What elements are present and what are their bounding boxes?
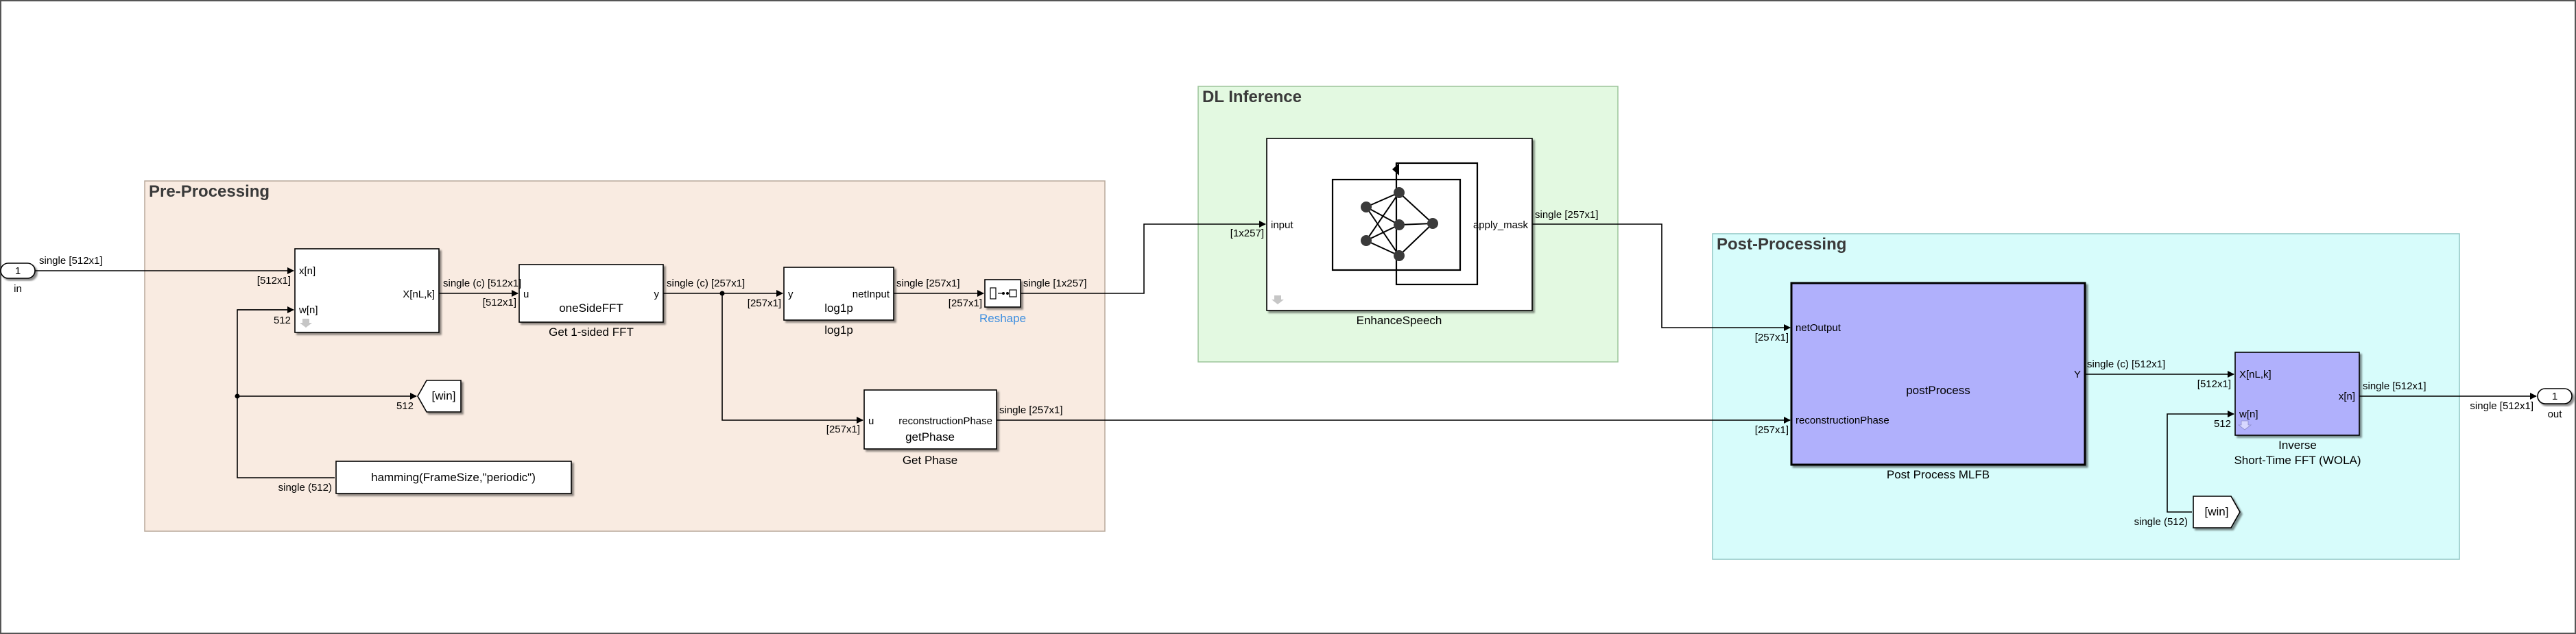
log1p-port-y: y (788, 289, 794, 300)
outport-label: out (2548, 409, 2563, 420)
getphase-block[interactable]: u reconstructionPhase getPhase Get Phase (863, 389, 997, 467)
post-port-y: Y (2074, 369, 2081, 380)
fft-caption: Get 1-sided FFT (549, 326, 634, 339)
stft-block[interactable]: x[n] w[n] X[nL,k] (294, 248, 440, 333)
post-caption: Post Process MLFB (1887, 468, 1990, 481)
phase-port-u: u (868, 415, 874, 427)
hamming-text: hamming(FrameSize,"periodic") (371, 471, 536, 484)
enhance-caption: EnhanceSpeech (1357, 314, 1442, 327)
down-arrow-icon (300, 319, 312, 328)
label-stft-sig: single (c) [512x1] (443, 278, 521, 289)
label-fft-sig: single (c) [257x1] (667, 278, 745, 289)
istft-block[interactable]: X[nL,k] w[n] x[n] Inverse Short-Time FFT… (2234, 352, 2361, 467)
wire-reshape-dl[interactable] (1021, 221, 1266, 294)
label-istft-win-dim: 512 (2214, 418, 2231, 430)
fft-port-y: y (654, 289, 660, 300)
label-istft-out-sig: single [512x1] (2363, 380, 2426, 392)
pre-processing-title: Pre-Processing (149, 182, 270, 201)
wire-winfrom-istft[interactable] (2167, 411, 2234, 513)
istft-caption-2: Short-Time FFT (WOLA) (2234, 454, 2361, 467)
post-port-netoutput: netOutput (1796, 322, 1841, 334)
istft-port-xnlk: X[nL,k] (2239, 369, 2271, 380)
onesidefft-block[interactable]: u y oneSideFFT Get 1-sided FFT (518, 264, 664, 339)
fft-name: oneSideFFT (559, 302, 623, 315)
istft-port-wn: w[n] (2239, 409, 2258, 420)
log1p-block[interactable]: y netInput log1p log1p (783, 267, 894, 337)
hamming-constant-block[interactable]: hamming(FrameSize,"periodic") (335, 461, 572, 494)
label-log-sig: single [257x1] (896, 278, 960, 289)
post-port-reconstructionphase: reconstructionPhase (1796, 415, 1889, 426)
label-win-dim: 512 (274, 315, 291, 326)
stft-port-wn: w[n] (298, 304, 318, 316)
down-arrow-icon (2237, 420, 2252, 430)
phase-name: getPhase (905, 430, 955, 443)
outport-number: 1 (2552, 391, 2557, 402)
branch-point-win (235, 393, 240, 399)
label-istft-in-dim: [512x1] (2197, 378, 2231, 390)
inport-number: 1 (15, 265, 21, 277)
reshape-caption[interactable]: Reshape (979, 312, 1026, 325)
enhance-port-input: input (1271, 219, 1293, 231)
label-phase-sig: single [257x1] (999, 404, 1063, 416)
dl-inference-title: DL Inference (1202, 88, 1302, 106)
phase-caption: Get Phase (903, 454, 957, 467)
win-from-block[interactable]: [win] (2193, 496, 2241, 528)
label-in-sig: single [512x1] (39, 255, 103, 267)
label-post-in1-dim: [257x1] (1755, 332, 1789, 343)
label-post-out-sig: single (c) [512x1] (2087, 358, 2165, 370)
label-goto-dim: 512 (396, 400, 414, 412)
wire-fft-phase[interactable] (721, 293, 863, 424)
enhance-port-apply-mask: apply_mask (1473, 219, 1529, 231)
win-goto-block[interactable]: [win] (417, 380, 462, 413)
log1p-port-netinput: netInput (852, 289, 890, 300)
log1p-name: log1p (824, 302, 853, 315)
label-dl-in-dim: [1x257] (1230, 228, 1264, 239)
label-reshape-sig: single [1x257] (1023, 278, 1087, 289)
reshape-block[interactable]: Reshape (979, 279, 1026, 325)
reshape-icon (990, 287, 1017, 300)
label-in-dim: [512x1] (257, 275, 291, 286)
inport-in[interactable]: 1 in (0, 263, 36, 295)
signal-lines (34, 221, 2537, 513)
pre-processing-area[interactable]: Pre-Processing (144, 180, 1106, 532)
win-from-text: [win] (2205, 505, 2229, 518)
post-name: postProcess (1906, 384, 1970, 397)
istft-port-xn: x[n] (2339, 391, 2355, 402)
label-phase-in-dim: [257x1] (826, 424, 860, 435)
down-arrow-icon (1272, 295, 1284, 304)
fft-port-u: u (523, 289, 529, 300)
label-stft-dim: [512x1] (483, 297, 516, 308)
postprocess-block[interactable]: netOutput reconstructionPhase Y postProc… (1790, 282, 2086, 481)
istft-caption-1: Inverse (2278, 439, 2317, 452)
log1p-caption: log1p (824, 324, 853, 337)
label-log-dim: [257x1] (949, 297, 982, 309)
label-win-from-sig: single (512) (2134, 516, 2188, 528)
label-fft-dim: [257x1] (748, 297, 781, 309)
neural-network-icon (1331, 162, 1479, 286)
label-post-in2-dim: [257x1] (1755, 424, 1789, 436)
label-out-dim: single [512x1] (2470, 400, 2533, 412)
stft-port-out: X[nL,k] (403, 289, 435, 300)
post-processing-title: Post-Processing (1717, 235, 1846, 254)
outport-out[interactable]: 1 out (2537, 388, 2573, 420)
enhancespeech-block[interactable]: input apply_mask (1266, 138, 1533, 327)
label-hamming-sig: single (512) (278, 482, 332, 493)
wire-dl-post[interactable] (1532, 223, 1791, 331)
inport-label: in (14, 283, 22, 295)
win-goto-text: [win] (432, 389, 456, 402)
label-dl-out-sig: single [257x1] (1535, 209, 1599, 221)
stft-port-xn: x[n] (299, 265, 315, 277)
signal-labels: single [512x1] [512x1] 512 single (c) [5… (39, 209, 2533, 528)
phase-port-out: reconstructionPhase (898, 415, 992, 427)
